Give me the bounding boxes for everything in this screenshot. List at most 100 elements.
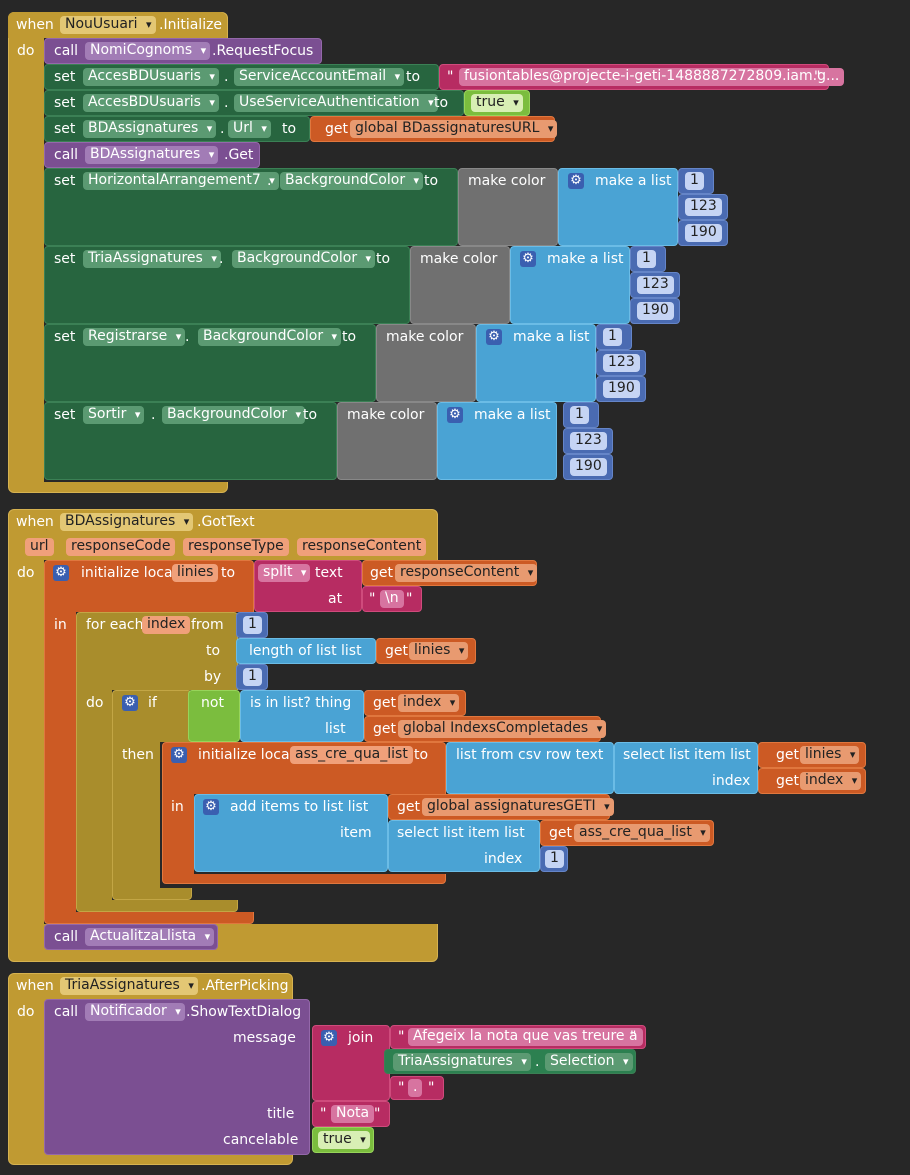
mutator-gear-icon[interactable]: ⚙ bbox=[568, 173, 584, 189]
item-index-number[interactable]: 1 bbox=[545, 850, 564, 868]
selection-prop-dropdown[interactable]: Selection bbox=[545, 1053, 633, 1071]
event-name: .Initialize bbox=[159, 17, 223, 33]
service-email-field[interactable]: fusiontables@projecte-i-geti-14888872728… bbox=[459, 68, 845, 86]
message-keyword: message bbox=[233, 1030, 296, 1046]
mutator-gear-icon[interactable]: ⚙ bbox=[122, 695, 138, 711]
get-keyword: get bbox=[549, 825, 572, 841]
when-keyword: when bbox=[16, 514, 54, 530]
color-prop-dropdown[interactable]: BackgroundColor bbox=[280, 172, 424, 190]
make-color-block[interactable] bbox=[376, 324, 476, 402]
get-keyword: get bbox=[373, 721, 396, 737]
event-component-dropdown[interactable]: BDAssignatures bbox=[60, 513, 194, 531]
url-prop-dropdown[interactable]: Url bbox=[228, 120, 271, 138]
auth-bool-dropdown[interactable]: true bbox=[471, 94, 523, 112]
color-component-number[interactable]: 190 bbox=[570, 458, 607, 476]
color-component-number[interactable]: 1 bbox=[603, 328, 622, 346]
list-var-dropdown[interactable]: global IndexsCompletades bbox=[398, 720, 607, 738]
color-component-number[interactable]: 123 bbox=[637, 276, 674, 294]
make-color-keyword: make color bbox=[420, 251, 498, 267]
color-component-number[interactable]: 190 bbox=[685, 224, 722, 242]
length-var-dropdown[interactable]: linies bbox=[409, 642, 469, 660]
acces1-component-dropdown[interactable]: AccesBDUsuaris bbox=[83, 68, 219, 86]
event-name: .AfterPicking bbox=[201, 978, 289, 994]
update-procedure-dropdown[interactable]: ActualitzaLlista bbox=[85, 928, 215, 946]
make-color-block[interactable] bbox=[458, 168, 558, 246]
title-field[interactable]: Nota bbox=[331, 1105, 375, 1123]
is-in-list-block[interactable] bbox=[240, 690, 364, 742]
color-component-dropdown[interactable]: Registrarse bbox=[83, 328, 186, 346]
local-var-linies[interactable]: linies bbox=[172, 564, 219, 582]
select-list-item-block[interactable] bbox=[614, 742, 758, 794]
color-prop-dropdown[interactable]: BackgroundColor bbox=[162, 406, 306, 424]
event-component-dropdown[interactable]: TriaAssignatures bbox=[60, 977, 198, 995]
set-keyword: set bbox=[54, 251, 76, 267]
cancelable-bool-dropdown[interactable]: true bbox=[318, 1131, 370, 1149]
color-component-number[interactable]: 1 bbox=[685, 172, 704, 190]
color-component-number[interactable]: 123 bbox=[570, 432, 607, 450]
color-component-number[interactable]: 123 bbox=[603, 354, 640, 372]
color-component-number[interactable]: 190 bbox=[603, 380, 640, 398]
is-in-list-keyword: is in list? thing bbox=[250, 695, 352, 711]
add-list-var-dropdown[interactable]: global assignaturesGETI bbox=[422, 798, 614, 816]
color-component-number[interactable]: 123 bbox=[685, 198, 722, 216]
get-keyword: get bbox=[776, 773, 799, 789]
split-dropdown[interactable]: split bbox=[258, 564, 311, 582]
split-text-var[interactable]: responseContent bbox=[395, 564, 538, 582]
get-component-dropdown[interactable]: BDAssignatures bbox=[85, 146, 219, 164]
join-text-1[interactable]: Afegeix la nota que vas treure a bbox=[408, 1028, 643, 1046]
color-component-number[interactable]: 1 bbox=[637, 250, 656, 268]
param-responsecode[interactable]: responseCode bbox=[66, 538, 176, 556]
quote: " bbox=[374, 1106, 381, 1122]
color-prop-dropdown[interactable]: BackgroundColor bbox=[198, 328, 342, 346]
event-component-dropdown[interactable]: NouUsuari bbox=[60, 16, 156, 34]
not-block[interactable] bbox=[188, 690, 240, 742]
param-responsecontent[interactable]: responseContent bbox=[297, 538, 427, 556]
make-color-block[interactable] bbox=[410, 246, 510, 324]
join-text-3[interactable]: . bbox=[408, 1079, 423, 1097]
color-component-number[interactable]: 190 bbox=[637, 302, 674, 320]
length-of-list-block[interactable] bbox=[236, 638, 376, 664]
list-from-csv-block[interactable] bbox=[446, 742, 614, 794]
call-showtextdialog-block[interactable] bbox=[44, 999, 310, 1155]
acces1-prop-dropdown[interactable]: ServiceAccountEmail bbox=[234, 68, 405, 86]
by-number[interactable]: 1 bbox=[243, 668, 262, 686]
item-list-var-dropdown[interactable]: ass_cre_qua_list bbox=[574, 824, 710, 842]
thing-var-dropdown[interactable]: index bbox=[398, 694, 460, 712]
local-var-ass[interactable]: ass_cre_qua_list bbox=[290, 746, 413, 764]
call-keyword: call bbox=[54, 147, 79, 163]
param-responsetype[interactable]: responseType bbox=[183, 538, 289, 556]
acces2-component-dropdown[interactable]: AccesBDUsuaris bbox=[83, 94, 219, 112]
dialog-component-dropdown[interactable]: Notificador bbox=[85, 1003, 185, 1021]
add-items-block[interactable] bbox=[194, 794, 388, 872]
then-keyword: then bbox=[122, 747, 154, 763]
color-component-number[interactable]: 1 bbox=[570, 406, 589, 424]
mutator-gear-icon[interactable]: ⚙ bbox=[203, 799, 219, 815]
color-component-dropdown[interactable]: Sortir bbox=[83, 406, 145, 424]
url-var-dropdown[interactable]: global BDassignaturesURL bbox=[350, 120, 558, 138]
mutator-gear-icon[interactable]: ⚙ bbox=[447, 407, 463, 423]
focus-component-dropdown[interactable]: NomiCognoms bbox=[85, 42, 211, 60]
select-list-var-dropdown[interactable]: linies bbox=[800, 746, 860, 764]
get-keyword: get bbox=[325, 121, 348, 137]
make-a-list-block[interactable] bbox=[476, 324, 596, 402]
call-keyword: call bbox=[54, 929, 79, 945]
color-component-dropdown[interactable]: HorizontalArrangement7 bbox=[83, 172, 279, 190]
color-component-dropdown[interactable]: TriaAssignatures bbox=[83, 250, 221, 268]
param-url[interactable]: url bbox=[25, 538, 54, 556]
dot: . bbox=[151, 407, 156, 423]
selection-component-dropdown[interactable]: TriaAssignatures bbox=[393, 1053, 531, 1071]
mutator-gear-icon[interactable]: ⚙ bbox=[520, 251, 536, 267]
select-index-var-dropdown[interactable]: index bbox=[800, 772, 862, 790]
make-color-block[interactable] bbox=[337, 402, 437, 480]
split-at-field[interactable]: \n bbox=[380, 590, 404, 608]
select-list-item-block[interactable] bbox=[388, 820, 540, 872]
mutator-gear-icon[interactable]: ⚙ bbox=[486, 329, 502, 345]
acces2-prop-dropdown[interactable]: UseServiceAuthentication bbox=[234, 94, 438, 112]
mutator-gear-icon[interactable]: ⚙ bbox=[171, 747, 187, 763]
mutator-gear-icon[interactable]: ⚙ bbox=[321, 1030, 337, 1046]
url-component-dropdown[interactable]: BDAssignatures bbox=[83, 120, 217, 138]
mutator-gear-icon[interactable]: ⚙ bbox=[53, 565, 69, 581]
from-number[interactable]: 1 bbox=[243, 616, 262, 634]
color-prop-dropdown[interactable]: BackgroundColor bbox=[232, 250, 376, 268]
loop-var-index[interactable]: index bbox=[142, 616, 191, 634]
